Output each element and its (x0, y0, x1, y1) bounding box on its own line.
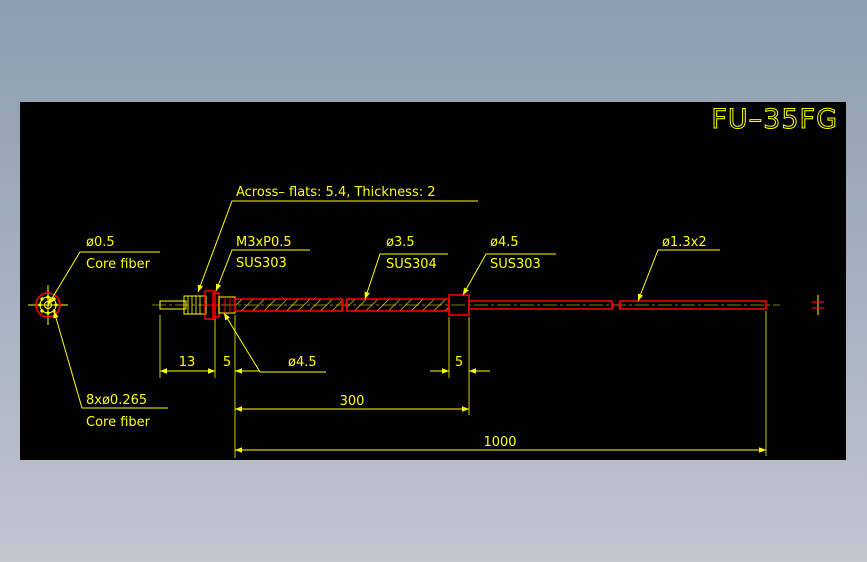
thread-callout: M3xP0.5 SUS303 (215, 235, 310, 292)
sleeve1-material: SUS304 (386, 257, 437, 272)
fiber-drawing-svg: FU–35FG ø0.5 Core fiber 8xø0.265 Core fi… (28, 104, 838, 458)
dimension-1000-value: 1000 (483, 435, 516, 450)
sleeve1-callout: ø3.5 SUS304 (364, 235, 448, 300)
dimension-5-right: 5 (430, 355, 490, 374)
across-flats-callout: Across– flats: 5.4, Thickness: 2 (197, 185, 478, 293)
drawing-title: FU–35FG (711, 104, 838, 135)
core-top-diameter: ø0.5 (86, 235, 115, 250)
thread-size: M3xP0.5 (236, 235, 292, 250)
sleeve-section-sus304 (234, 298, 450, 312)
core-fiber-top-callout: ø0.5 Core fiber (47, 235, 160, 306)
dimension-13: 13 (160, 355, 215, 374)
cable-end-symbol (812, 295, 824, 315)
core-fiber-bottom-callout: 8xø0.265 Core fiber (53, 310, 168, 430)
sleeve2-diameter: ø4.5 (490, 235, 519, 250)
fiber-cable (468, 300, 767, 310)
tip-diameter: ø4.5 (288, 355, 317, 370)
cable-callout: ø1.3x2 (637, 235, 720, 302)
core-top-label: Core fiber (86, 257, 151, 272)
sleeve2-callout: ø4.5 SUS303 (462, 235, 556, 296)
cable-diameter: ø1.3x2 (662, 235, 707, 250)
thread-material: SUS303 (236, 256, 287, 271)
sleeve2-material: SUS303 (490, 257, 541, 272)
across-flats-note: Across– flats: 5.4, Thickness: 2 (236, 185, 436, 200)
dimension-13-value: 13 (179, 355, 196, 370)
dimension-5-left-value: 5 (223, 355, 231, 370)
sleeve1-diameter: ø3.5 (386, 235, 415, 250)
core-bottom-label: Core fiber (86, 415, 151, 430)
dimension-300-value: 300 (340, 394, 365, 409)
tip-diameter-callout: ø4.5 (223, 312, 326, 373)
cad-drawing-viewport: FU–35FG ø0.5 Core fiber 8xø0.265 Core fi… (20, 102, 846, 460)
fiber-head-assembly (159, 290, 236, 320)
dimension-300: 300 (235, 394, 469, 412)
extension-lines (159, 311, 767, 458)
dimension-5-left: 5 (198, 355, 260, 374)
dimension-1000: 1000 (235, 435, 766, 453)
dimension-5-right-value: 5 (455, 355, 463, 370)
core-bottom-diameter: 8xø0.265 (86, 393, 147, 408)
